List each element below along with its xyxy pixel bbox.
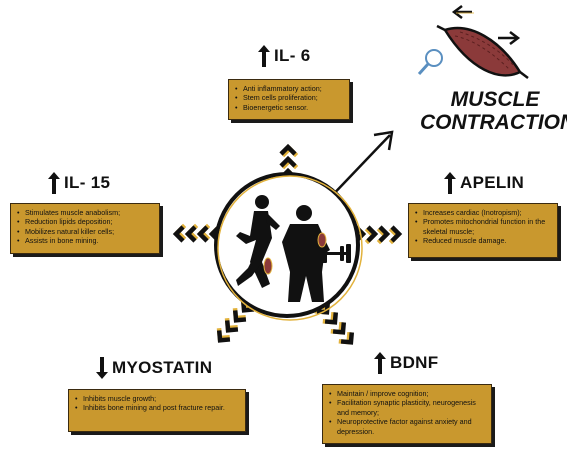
apelin-item: Promotes mitochondrial function in the s… [415, 217, 551, 236]
apelin-box: Increases cardiac (Inotropism); Promotes… [408, 203, 558, 258]
myostatin-heading: MYOSTATIN [96, 357, 212, 379]
athletes-circle [214, 172, 363, 321]
contraction-arrows [451, 5, 521, 45]
il15-heading: IL- 15 [48, 172, 110, 194]
arrow-up-icon [374, 352, 386, 374]
il6-item: Bioenergetic sensor. [235, 103, 343, 113]
bdnf-label: BDNF [390, 353, 439, 372]
dumbbell-icon [322, 244, 351, 263]
myostatin-item: Inhibits bone mining and post fracture r… [75, 403, 239, 413]
bdnf-item: Neuroprotective factor against anxiety a… [329, 417, 485, 436]
arrow-up-icon [258, 45, 270, 67]
arrow-up-icon [444, 172, 456, 194]
apelin-item: Increases cardiac (Inotropism); [415, 208, 551, 218]
apelin-label: APELIN [460, 173, 525, 192]
myostatin-box: Inhibits muscle growth; Inhibits bone mi… [68, 389, 246, 432]
il6-item: Anti inflammatory action; [235, 84, 343, 94]
il15-item: Stimulates muscle anabolism; [17, 208, 153, 218]
il15-item: Mobilizes natural killer cells; [17, 227, 153, 237]
bdnf-item: Maintain / improve cognition; [329, 389, 485, 399]
magnifier-icon [417, 49, 443, 76]
il6-heading: IL- 6 [258, 45, 310, 67]
apelin-heading: APELIN [444, 172, 524, 194]
muscle-highlight-lifter [317, 232, 327, 248]
muscle-highlight-runner [263, 257, 273, 275]
il15-label: IL- 15 [64, 173, 111, 192]
myostatin-item: Inhibits muscle growth; [75, 394, 239, 404]
il6-item: Stem cells proliferation; [235, 93, 343, 103]
bdnf-heading: BDNF [374, 352, 438, 374]
title-line-2: CONTRACTION [420, 111, 567, 134]
apelin-item: Reduced muscle damage. [415, 236, 551, 246]
il15-item: Reduction lipids deposition; [17, 217, 153, 227]
il15-item: Assists in bone mining. [17, 236, 153, 246]
myostatin-label: MYOSTATIN [112, 358, 213, 377]
il6-box: Anti inflammatory action; Stem cells pro… [228, 79, 350, 120]
il6-label: IL- 6 [274, 46, 311, 65]
title-line-1: MUSCLE [450, 88, 540, 111]
muscle-fiber-icon [436, 24, 529, 79]
muscle-contraction-title: MUSCLE CONTRACTION [420, 88, 567, 134]
arrow-down-icon [96, 357, 108, 379]
arrow-up-icon [48, 172, 60, 194]
il15-box: Stimulates muscle anabolism; Reduction l… [10, 203, 160, 254]
bdnf-item: Facilitation synaptic plasticity, neurog… [329, 398, 485, 417]
runner-silhouette [236, 195, 280, 288]
chevrons-to-il15 [176, 225, 221, 241]
bdnf-box: Maintain / improve cognition; Facilitati… [322, 384, 492, 444]
